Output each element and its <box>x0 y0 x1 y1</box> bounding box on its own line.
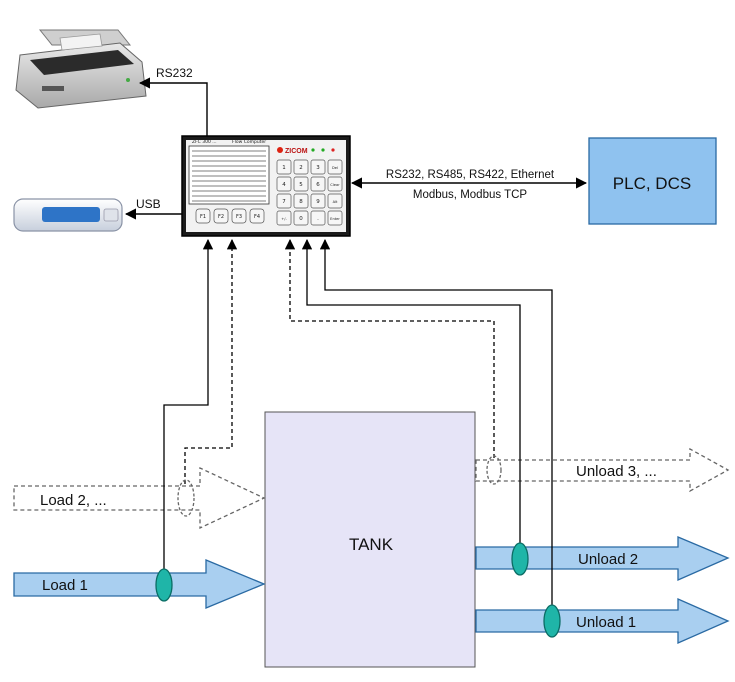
keypad-key-label: 0 <box>299 216 303 222</box>
unload2-label: Unload 2 <box>578 551 638 568</box>
keypad-key <box>310 159 326 175</box>
comm-protocols-label: RS232, RS485, RS422, Ethernet <box>386 169 555 181</box>
unload1-signal-line <box>319 238 553 608</box>
printer-icon <box>15 29 147 109</box>
unload2-signal-line <box>301 238 521 545</box>
unload1-pipe <box>475 598 730 644</box>
comm-modbus-label: Modbus, Modbus TCP <box>413 189 528 201</box>
keypad-key <box>327 193 343 209</box>
unload3-flow-sensor <box>486 455 502 485</box>
usb-stick-icon <box>13 198 123 232</box>
flow-computer-controller: ZFC 300 ... Flow Computer ZICOM 1 2 3 Del 4 5… <box>181 135 351 237</box>
plc-dcs-box <box>588 137 717 225</box>
usb-link-label: USB <box>136 197 161 211</box>
controller-function-keys: F1 F2 F3 F4 <box>195 208 265 224</box>
keypad-key <box>276 193 292 209</box>
keypad-key <box>327 159 343 175</box>
function-key <box>249 208 265 224</box>
keypad-key <box>293 176 309 192</box>
keypad-key-label: 1 <box>282 165 286 171</box>
function-key <box>213 208 229 224</box>
status-led-icon <box>331 148 335 152</box>
keypad-key <box>310 193 326 209</box>
keypad-key-label: 2 <box>299 165 303 171</box>
keypad-key <box>276 210 292 226</box>
plc-dcs-label: PLC, DCS <box>613 174 691 193</box>
unload2-flow-sensor <box>511 542 529 576</box>
load1-flow-sensor <box>155 568 173 602</box>
keypad-key-label: 8 <box>299 199 303 205</box>
printer-link-label: RS232 <box>156 66 193 80</box>
tank-label: TANK <box>349 535 394 554</box>
unload1-flow-sensor <box>543 604 561 638</box>
keypad-key-label: . <box>317 216 319 222</box>
controller-keypad: 1 2 3 Del 4 5 6 Clear 7 8 9 Alt +/- 0. Enter <box>276 159 343 226</box>
unload3-signal-line <box>284 238 495 458</box>
function-key <box>195 208 211 224</box>
keypad-key <box>327 176 343 192</box>
keypad-key-label: +/- <box>281 217 287 221</box>
function-key-label: F2 <box>218 214 224 220</box>
unload3-label: Unload 3, ... <box>576 463 657 480</box>
keypad-key <box>276 176 292 192</box>
keypad-key-label: Enter <box>330 217 340 221</box>
load2-label: Load 2, ... <box>40 492 107 509</box>
keypad-key-label: 5 <box>299 182 303 188</box>
status-led-icon <box>311 148 315 152</box>
controller-display <box>188 145 270 205</box>
brand-logo-icon <box>277 147 283 153</box>
keypad-key-label: 7 <box>282 199 286 205</box>
controller-subtitle: Flow Computer <box>232 139 266 145</box>
function-key-label: F4 <box>254 214 260 220</box>
keypad-key-label: 3 <box>316 165 320 171</box>
status-led-icon <box>321 148 325 152</box>
keypad-key-label: Clear <box>330 183 340 187</box>
unload3-pipe <box>475 447 730 493</box>
keypad-key <box>293 159 309 175</box>
load1-signal-line <box>163 238 214 571</box>
unload2-pipe <box>475 536 730 581</box>
keypad-key-label: 4 <box>282 182 286 188</box>
load2-signal-line <box>184 238 238 484</box>
keypad-key-label: 6 <box>316 182 320 188</box>
unload1-label: Unload 1 <box>576 614 636 631</box>
printer-link-line <box>138 77 208 136</box>
load1-label: Load 1 <box>42 577 88 594</box>
load2-flow-sensor <box>177 479 195 517</box>
keypad-key-label: Del <box>332 166 338 170</box>
load2-pipe <box>13 466 266 530</box>
function-key <box>231 208 247 224</box>
function-key-label: F3 <box>236 214 242 220</box>
keypad-key <box>293 193 309 209</box>
keypad-key <box>310 176 326 192</box>
keypad-key-label: 9 <box>316 199 320 205</box>
keypad-key <box>276 159 292 175</box>
keypad-key <box>310 210 326 226</box>
keypad-key <box>327 210 343 226</box>
load1-pipe <box>13 559 266 609</box>
function-key-label: F1 <box>200 214 206 220</box>
tank <box>264 411 476 668</box>
controller-model: ZFC 300 ... <box>192 139 217 145</box>
keypad-key-label: Alt <box>333 200 338 204</box>
keypad-key <box>293 210 309 226</box>
display-lines <box>192 150 266 202</box>
controller-brand: ZICOM <box>285 148 308 155</box>
